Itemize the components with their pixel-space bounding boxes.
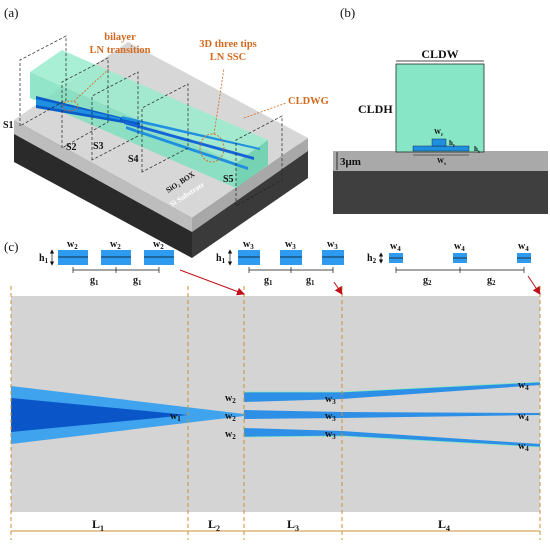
b-rib-waveguide <box>431 138 447 147</box>
inset1-wg-2 <box>101 250 131 265</box>
bilayer-taper-top <box>36 99 120 120</box>
w4-label-mid: w4 <box>518 411 529 423</box>
panel-b-label: (b) <box>340 5 355 20</box>
c-bilayer-upper-taper <box>11 398 188 432</box>
inset-cross-section-3: h2 w4 w4 w4 g2 g2 <box>367 241 531 287</box>
tip-3 <box>126 126 248 170</box>
b-cladding <box>395 63 485 153</box>
inset2-wg-3 <box>322 250 344 265</box>
w2-label-bot: w2 <box>225 429 236 441</box>
s3-label: S3 <box>93 141 104 152</box>
w4-label-top: w4 <box>518 380 529 392</box>
si-substrate-right <box>192 150 308 258</box>
inset3-g-label-2: g2 <box>487 275 496 287</box>
thickness-label: 3μm <box>340 156 361 168</box>
inset2-g-label-2: g1 <box>306 275 315 287</box>
w3-label-bot: w3 <box>325 429 336 441</box>
inset1-w-label-1: w2 <box>67 239 78 251</box>
w2-label-mid: w2 <box>225 411 236 423</box>
tip-1 <box>122 116 260 150</box>
bilayer-callout-line <box>73 67 111 102</box>
c-tip-bot <box>244 428 540 447</box>
inset1-wg-1 <box>58 250 88 265</box>
section-plane-s2 <box>61 57 109 149</box>
inset1-g-label-1: g1 <box>90 275 99 287</box>
inset2-wg-1 <box>238 250 260 265</box>
c-segment-labels: L1 L2 L3 L4 <box>92 517 450 533</box>
ssc-label-2: LN SSC <box>210 52 246 63</box>
inset2-w-label-2: w3 <box>285 239 296 251</box>
c-tip-top <box>244 382 540 402</box>
tip-2 <box>124 121 254 160</box>
w2-label-top: w2 <box>225 393 236 405</box>
s4-label: S4 <box>128 154 139 165</box>
cldwg-callout-line <box>243 102 287 119</box>
wr-label: Wr <box>434 128 444 138</box>
cldw-label: CLDW <box>421 47 458 61</box>
w1-label: w1 <box>170 411 181 423</box>
panel-c: (c) L1 L2 L3 L4 w1 w2 w2 <box>4 239 541 540</box>
box-layer-front <box>14 120 192 232</box>
inset1-w-label-3: w2 <box>153 239 164 251</box>
inset2-w-label-3: w3 <box>327 239 338 251</box>
panel-b: (b) CLDW CLDH Wr hr hs Ws 3μm <box>333 5 548 214</box>
s2-label: S2 <box>66 142 77 153</box>
b-slab-waveguide <box>412 145 470 152</box>
inset3-h-label: h2 <box>367 253 377 265</box>
section-plane-s5 <box>235 115 283 207</box>
s5-label: S5 <box>223 174 234 185</box>
cladding-end <box>236 140 268 188</box>
panel-c-label: (c) <box>4 239 18 254</box>
panel-a: (a) bilayer LN t <box>3 5 329 258</box>
ws-label: Ws <box>437 157 446 167</box>
segment-label-l3: L3 <box>287 517 299 533</box>
ssc-callout-line <box>213 67 225 135</box>
section-plane-s1 <box>19 35 67 127</box>
inset1-wg-3 <box>144 250 174 265</box>
w3-label-mid: w3 <box>325 411 336 423</box>
inset3-w-label-2: w4 <box>454 241 465 253</box>
panel-a-label: (a) <box>4 5 18 20</box>
s1-label: S1 <box>3 120 14 131</box>
segment-label-l1: L1 <box>92 517 104 533</box>
cldwg-label: CLDWG <box>288 96 329 107</box>
w4-label-bot: w4 <box>518 441 529 453</box>
inset3-pointer-arrow <box>527 275 541 295</box>
w3-label-top: w3 <box>325 394 336 406</box>
bilayer-label-2: LN transition <box>90 45 151 56</box>
cldh-label: CLDH <box>358 102 393 116</box>
inset2-w-label-1: w3 <box>243 239 254 251</box>
inset3-w-label-3: w4 <box>518 241 529 253</box>
ssc-callout-ring <box>199 133 225 163</box>
inset1-pointer-arrow <box>179 269 245 296</box>
si-substrate-front <box>14 133 192 258</box>
bilayer-label-1: bilayer <box>104 32 136 43</box>
bilayer-callout-ring <box>61 100 79 112</box>
inset1-w-label-2: w2 <box>110 239 121 251</box>
hr-label: hr <box>449 139 456 149</box>
b-si-substrate <box>333 171 548 214</box>
inset2-wg-2 <box>280 250 302 265</box>
segment-label-l4: L4 <box>438 517 450 533</box>
inset3-g-label-1: g2 <box>423 275 432 287</box>
ssc-label-1: 3D three tips <box>199 39 257 50</box>
section-plane-s4 <box>141 83 189 173</box>
inset2-pointer-arrow <box>333 281 343 295</box>
inset-cross-section-1: h1 w2 w2 w2 g1 g1 <box>39 239 174 287</box>
inset1-g-label-2: g1 <box>133 275 142 287</box>
b-box-layer <box>333 151 548 171</box>
inset1-h-label: h1 <box>39 253 49 265</box>
segment-label-l2: L2 <box>208 517 220 533</box>
section-plane-s3 <box>91 71 139 161</box>
inset-cross-section-2: h1 w3 w3 w3 g1 g1 <box>216 239 344 287</box>
inset2-g-label-1: g1 <box>264 275 273 287</box>
c-tip-mid <box>244 410 540 419</box>
hs-label: hs <box>474 145 480 155</box>
box-layer-right <box>192 138 308 232</box>
inset2-h-label: h1 <box>216 253 226 265</box>
inset3-w-label-1: w4 <box>390 241 401 253</box>
